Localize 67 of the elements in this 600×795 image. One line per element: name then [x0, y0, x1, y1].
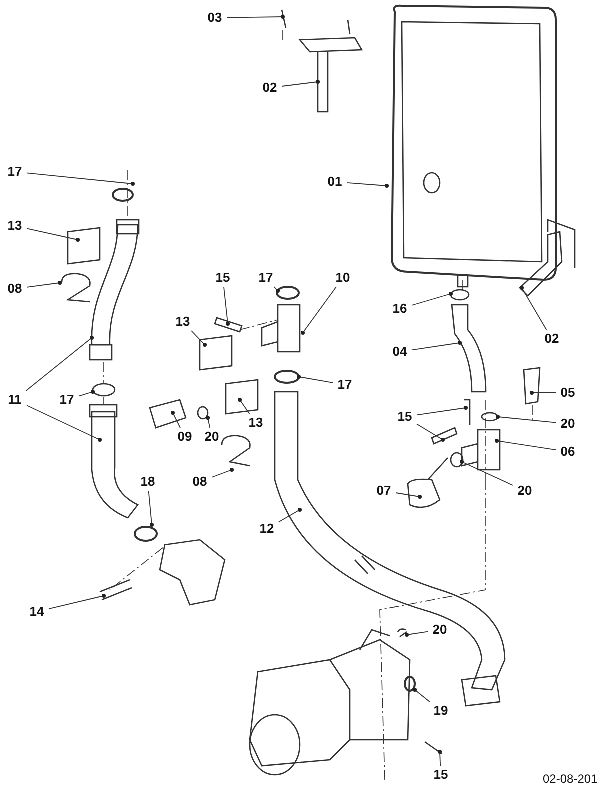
leader-line [495, 439, 556, 451]
callout-number: 09 [178, 430, 192, 444]
leader-line [405, 631, 428, 637]
leader-line [212, 468, 234, 478]
leader-line [48, 594, 106, 610]
leader-line [171, 411, 181, 428]
callout-number: 07 [376, 484, 392, 498]
callout-number: 04 [392, 345, 408, 359]
leader-line [206, 416, 211, 428]
callout-number: 11 [8, 393, 22, 407]
leader-line [274, 286, 280, 293]
leader-line [346, 182, 389, 188]
callout-number: 17 [258, 271, 274, 285]
callout-number: 15 [434, 768, 448, 782]
leader-line [413, 688, 430, 702]
callout-number: 10 [336, 271, 350, 285]
leader-line [412, 341, 462, 351]
callout-number: 17 [60, 393, 74, 407]
leader-line [148, 490, 154, 527]
callout-number: 08 [192, 475, 208, 489]
leader-line [520, 286, 548, 330]
leader-line [297, 375, 334, 384]
callout-number: 20 [518, 484, 532, 498]
callout-number: 16 [392, 302, 408, 316]
callout-number: 18 [140, 475, 156, 489]
leader-line [530, 391, 556, 395]
leader-line [396, 492, 422, 499]
callout-number: 17 [8, 165, 22, 179]
callout-number: 20 [204, 430, 220, 444]
leader-line [301, 286, 337, 335]
callout-number: 01 [328, 175, 342, 189]
leader-line [438, 750, 442, 766]
leader-line [226, 15, 285, 19]
callout-number: 14 [30, 605, 44, 619]
leader-line [416, 406, 468, 416]
callout-number: 02 [544, 332, 560, 346]
callout-number: 05 [560, 386, 576, 400]
callout-number: 15 [398, 410, 412, 424]
callout-number: 20 [560, 417, 576, 431]
leader-line [278, 508, 302, 523]
leader-line [412, 292, 453, 306]
drawing-number: 02-08-201 [543, 772, 598, 786]
callout-number: 19 [434, 704, 448, 718]
callout-number: 13 [176, 315, 190, 329]
leader-line [282, 80, 320, 87]
callout-number: 13 [248, 416, 264, 430]
leader-line [78, 390, 95, 397]
leader-line [191, 330, 207, 347]
leader-line [26, 228, 80, 242]
callout-number: 08 [8, 282, 22, 296]
callout-number: 20 [432, 623, 448, 637]
leader-line [460, 460, 514, 486]
leader-line [26, 405, 102, 442]
callout-number: 12 [260, 522, 274, 536]
leader-line [496, 415, 556, 424]
leader-line [238, 398, 250, 414]
leader-line [26, 281, 62, 288]
callout-number: 02 [262, 81, 278, 95]
callout-number: 06 [560, 445, 576, 459]
leader-line [224, 286, 230, 326]
callout-number: 03 [208, 11, 222, 25]
callout-number: 15 [216, 271, 230, 285]
callout-number: 13 [8, 219, 22, 233]
leader-line [416, 424, 445, 442]
callout-number: 17 [338, 378, 352, 392]
leader-line [26, 336, 94, 392]
leader-line [26, 172, 135, 186]
